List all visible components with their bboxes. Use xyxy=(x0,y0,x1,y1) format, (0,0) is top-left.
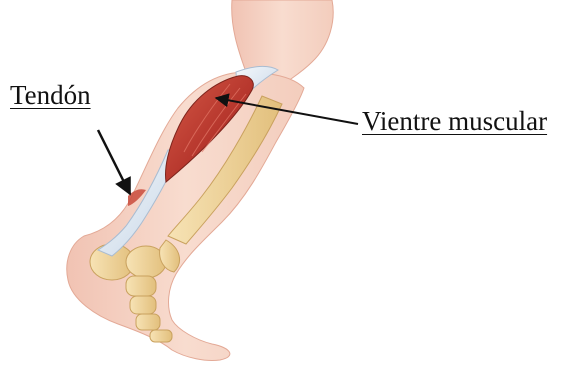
muscle-belly-label: Vientre muscular xyxy=(362,106,547,136)
tendon-leader-arrow xyxy=(98,130,130,194)
tendon-label: Tendón xyxy=(10,80,91,110)
